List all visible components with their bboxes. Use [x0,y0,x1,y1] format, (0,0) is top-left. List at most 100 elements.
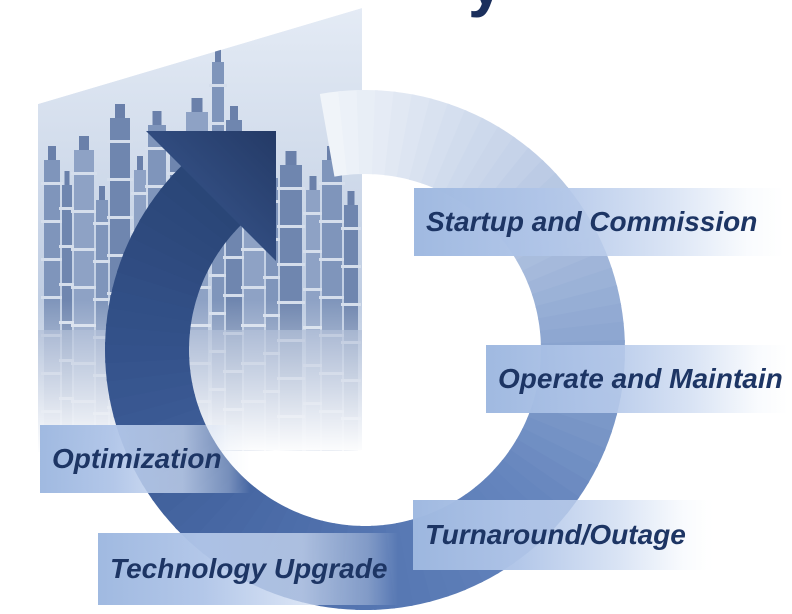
lifecycle-ring-segment [106,369,193,400]
lifecycle-ring-segment [443,117,501,200]
refinery-platform [277,187,305,190]
refinery-platform [209,84,227,87]
refinery-tower-top [99,186,105,200]
stage-technology-upgrade: Technology Upgrade [98,533,398,605]
stage-optimization: Optimization [40,425,250,493]
lifecycle-ring-segment [531,267,618,309]
lifecycle-ring-segment [202,486,267,566]
lifecycle-ring-segment [454,126,516,207]
refinery-platform [71,210,97,213]
refinery-platform [59,283,75,286]
refinery-tower-top [230,106,238,120]
lifecycle-ring-segment [123,235,208,286]
refinery-platform [303,212,323,215]
refinery-platform [93,298,111,301]
stage-label: Optimization [52,443,222,474]
stage-label: Startup and Commission [426,206,758,237]
lifecycle-ring-segment [515,427,599,484]
refinery-platform [277,225,305,228]
lifecycle-ring-segment [174,469,247,543]
lifecycle-ring-segment [508,438,590,500]
refinery-tower-top [137,156,143,170]
refinery-platform [41,182,63,185]
refinery-tower-top [64,171,70,185]
lifecycle-ring-segment [535,285,622,321]
refinery-platform [341,265,361,268]
lifecycle-ring-segment [109,381,196,418]
lifecycle-ring-segment [408,98,451,184]
refinery-platform [223,256,245,259]
title-fragment: y [468,0,504,18]
refinery-platform [341,227,361,230]
lifecycle-ring-segment [539,321,625,346]
refinery-platform [319,258,345,261]
refinery-platform [107,254,133,257]
refinery-platform [107,216,133,219]
refinery-platform [241,248,267,251]
stage-operate-and-maintain: Operate and Maintain [486,345,788,413]
refinery-tower-top [309,176,317,190]
lifecycle-ring-segment [159,174,236,243]
lifecycle-ring-segment [106,305,192,335]
lifecycle-ring-segment [396,94,433,181]
stage-label: Turnaround/Outage [425,519,686,550]
lifecycle-ring-segment [105,356,191,382]
refinery-platform [319,296,345,299]
lifecycle-ring-segment [338,90,362,175]
refinery-platform [145,147,169,150]
refinery-platform [41,258,63,261]
stage-label: Technology Upgrade [110,553,388,584]
lifecycle-ring-segment [383,91,415,178]
refinery-platform [223,294,245,297]
stage-turnaround-outage: Turnaround/Outage [413,500,713,570]
refinery-platform [241,286,267,289]
lifecycle-ring-segment [319,91,350,177]
refinery-tower-top [115,104,125,118]
lifecycle-ring-segment [527,250,613,297]
lifecycle-ring-segment [112,269,198,310]
lifecycle-ring-segment [188,478,257,555]
refinery-tower-top [285,151,297,165]
refinery-platform [93,260,111,263]
refinery-platform [59,207,75,210]
refinery-platform [209,274,227,277]
stage-startup-and-commission: Startup and Commission [414,188,784,256]
refinery-platform [71,248,97,251]
lifecycle-ring-segment [117,251,203,298]
refinery-platform [93,222,111,225]
refinery-platform [303,288,323,291]
refinery-platform [71,172,97,175]
refinery-platform [107,178,133,181]
refinery-tower-top [152,111,162,125]
refinery-platform [319,220,345,223]
refinery-platform [107,140,133,143]
lifecycle-ring-segment [130,218,214,275]
lifecycle-ring-segment [465,136,531,215]
refinery-platform [59,245,75,248]
refinery-platform [209,122,227,125]
refinery-tower-top [79,136,89,150]
refinery-tower-top [215,48,221,62]
lifecycle-ring-segment [371,90,397,176]
refinery-tower-top [191,98,203,112]
lifecycle-ring-segment [105,323,190,347]
lifecycle-ring-segment [432,109,485,194]
refinery-platform [41,220,63,223]
refinery-platform [303,250,323,253]
lifecycle-ring-segment [492,459,569,529]
refinery-platform [277,263,305,266]
refinery-tower-top [48,146,56,160]
stage-label: Operate and Maintain [498,363,783,394]
lifecycle-ring-segment [501,449,580,515]
lifecycle-ring-segment [420,103,468,189]
lifecycle-ring-segment [538,303,624,334]
lifecycle-ring-segment [527,404,613,451]
lifecycle-ring-segment [113,393,199,436]
refinery-platform [131,192,149,195]
lifecycle-ring-segment [108,287,195,322]
lifecycle-arrowhead [146,131,276,261]
refinery-platform [319,182,345,185]
refinery-platform [41,296,63,299]
refinery-platform [145,185,169,188]
